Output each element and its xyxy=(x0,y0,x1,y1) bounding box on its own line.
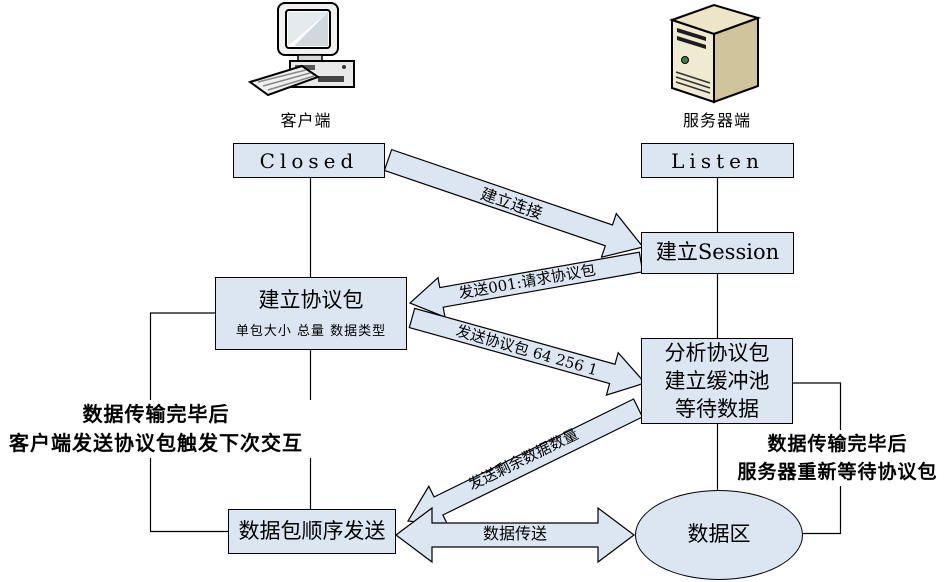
node-build-packet: 建立协议包 单包大小 总量 数据类型 xyxy=(215,277,407,350)
analyze-line2: 建立缓冲池 xyxy=(664,369,770,393)
right-annotation-line2: 服务器重新等待协议包 xyxy=(737,461,938,483)
build-packet-title: 建立协议包 xyxy=(258,287,364,312)
left-annotation-line1: 数据传输完毕后 xyxy=(82,402,230,426)
right-annotation-line1: 数据传输完毕后 xyxy=(767,433,908,455)
node-send-sequential: 数据包顺序发送 xyxy=(228,509,396,554)
node-session: 建立Session xyxy=(641,232,794,274)
client-caption: 客户端 xyxy=(280,111,332,130)
node-closed: Closed xyxy=(233,143,385,178)
server-caption: 服务器端 xyxy=(682,111,751,130)
node-data-area: 数据区 xyxy=(635,490,803,580)
arrow-send-protocol xyxy=(408,307,647,397)
arrow-request-protocol xyxy=(408,251,644,319)
server-icon xyxy=(668,3,762,104)
arrow-data-transfer xyxy=(395,506,635,564)
node-listen: Listen xyxy=(641,143,794,178)
analyze-line3: 等待数据 xyxy=(675,397,759,421)
left-annotation-line2: 客户端发送协议包触发下次交互 xyxy=(9,431,303,455)
client-computer-icon xyxy=(248,2,355,97)
label-data-transfer: 数据传送 xyxy=(482,524,548,543)
build-packet-subtitle: 单包大小 总量 数据类型 xyxy=(235,324,387,340)
arrow-establish-connection xyxy=(383,148,645,259)
left-annotation: 数据传输完毕后 客户端发送协议包触发下次交互 xyxy=(0,400,312,458)
right-annotation: 数据传输完毕后 服务器重新等待协议包 xyxy=(726,430,949,486)
analyze-line1: 分析协议包 xyxy=(664,341,770,365)
node-analyze-packet: 分析协议包 建立缓冲池 等待数据 xyxy=(641,338,793,424)
